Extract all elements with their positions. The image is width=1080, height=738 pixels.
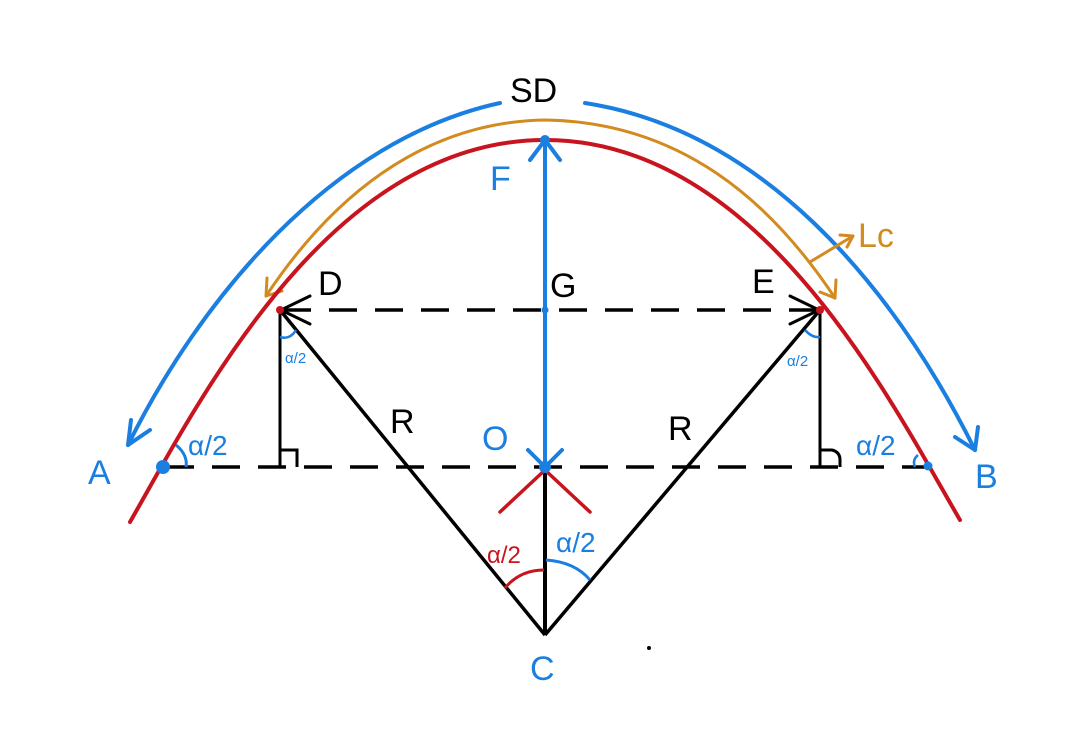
right-angle-right xyxy=(820,448,842,467)
label-sd: SD xyxy=(510,72,557,110)
angle-label-e: α/2 xyxy=(787,353,808,370)
radius-cd xyxy=(278,308,547,637)
label-r-right: R xyxy=(668,410,693,448)
point-peak xyxy=(540,135,550,145)
label-r-left: R xyxy=(390,403,415,441)
label-o: O xyxy=(482,420,508,458)
angle-label-a: α/2 xyxy=(188,430,228,461)
point-g xyxy=(541,306,549,314)
label-a: A xyxy=(88,454,111,492)
angle-arc-a xyxy=(175,443,188,468)
angle-label-c-right: α/2 xyxy=(556,527,596,558)
label-f: F xyxy=(490,160,511,198)
point-e xyxy=(816,306,824,314)
label-d: D xyxy=(318,265,343,303)
point-a xyxy=(156,460,170,474)
angle-label-d: α/2 xyxy=(285,350,306,367)
sd-arc-right xyxy=(583,101,980,452)
angle-arc-c-left xyxy=(503,568,545,589)
point-o xyxy=(539,461,551,473)
angle-label-c-left: α/2 xyxy=(487,542,521,569)
sd-arc-left xyxy=(126,101,502,447)
angle-arc-c-right xyxy=(545,558,592,581)
point-d xyxy=(276,306,284,314)
label-g: G xyxy=(550,267,576,305)
angle-arc-d xyxy=(279,329,298,339)
label-b: B xyxy=(975,458,998,496)
lc-arc xyxy=(264,118,855,300)
label-c: C xyxy=(530,650,555,688)
chord-de-arrowheads xyxy=(279,294,821,326)
angle-arc-b xyxy=(912,454,919,468)
radius-ce xyxy=(543,308,822,637)
label-lc: Lc xyxy=(858,217,894,255)
right-angle-left xyxy=(280,448,299,467)
stray-dot xyxy=(647,646,651,650)
angle-arc-e xyxy=(804,329,821,339)
label-e: E xyxy=(752,263,775,301)
point-b xyxy=(923,461,933,471)
angle-label-b: α/2 xyxy=(856,430,896,461)
